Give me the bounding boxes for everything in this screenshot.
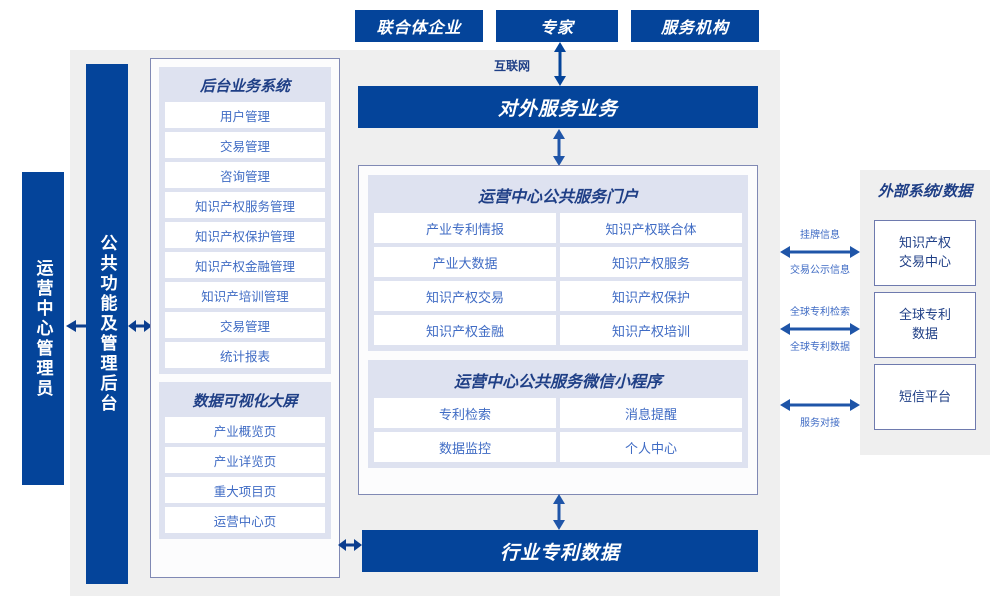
- service-to-portal-arrow: [553, 129, 565, 166]
- top-actor-box-2[interactable]: 服务机构: [631, 10, 759, 42]
- list-item[interactable]: 知识产权培训: [560, 315, 742, 345]
- external-box-sms-platform[interactable]: 短信平台: [874, 364, 976, 430]
- external-edge-label-below-2: 服务对接: [800, 418, 840, 429]
- data-visualization-list: 产业概览页 产业详览页 重大项目页 运营中心页: [165, 417, 325, 533]
- data-visualization-title: 数据可视化大屏: [192, 393, 298, 410]
- public-portal-group: 运营中心公共服务门户 产业专利情报 知识产权联合体 产业大数据 知识产权服务 知…: [368, 175, 748, 351]
- external-arrow-0: [780, 246, 860, 258]
- list-item[interactable]: 知识产权服务: [560, 247, 742, 277]
- top-actor-label: 服务机构: [660, 20, 729, 37]
- list-item[interactable]: 知识产权联合体: [560, 213, 742, 243]
- wechat-miniprogram-group: 运营中心公共服务微信小程序 专利检索 消息提醒 数据监控 个人中心: [368, 360, 748, 468]
- list-item[interactable]: 咨询管理: [165, 162, 325, 188]
- list-item[interactable]: 知识产权保护管理: [165, 222, 325, 248]
- left-column-common-functions[interactable]: 公共功能及管理后台: [86, 64, 128, 584]
- external-arrow-2: [780, 399, 860, 411]
- top-actor-label: 专家: [539, 20, 574, 37]
- left-column-label: 公共功能及管理后台: [97, 234, 117, 414]
- list-item[interactable]: 产业专利情报: [374, 213, 556, 243]
- backend-and-dataviz-panel: 后台业务系统 用户管理 交易管理 咨询管理 知识产权服务管理 知识产权保护管理 …: [150, 58, 340, 578]
- list-item[interactable]: 个人中心: [560, 432, 742, 462]
- external-box-line1: 全球专利: [898, 307, 951, 323]
- list-item[interactable]: 知识产培训管理: [165, 282, 325, 308]
- external-box-line2: 数据: [911, 326, 938, 341]
- top-actor-box-1[interactable]: 专家: [496, 10, 618, 42]
- list-item[interactable]: 知识产权交易: [374, 281, 556, 311]
- list-item[interactable]: 数据监控: [374, 432, 556, 462]
- list-item[interactable]: 知识产权金融管理: [165, 252, 325, 278]
- external-box-global-patent[interactable]: 全球专利 数据: [874, 292, 976, 358]
- public-portal-grid: 产业专利情报 知识产权联合体 产业大数据 知识产权服务 知识产权交易 知识产权保…: [374, 213, 742, 345]
- internet-arrow: [554, 42, 566, 86]
- industry-patent-data-label: 行业专利数据: [499, 542, 620, 564]
- external-service-label: 对外服务业务: [497, 98, 618, 120]
- external-service-bar[interactable]: 对外服务业务: [358, 86, 758, 128]
- list-item[interactable]: 重大项目页: [165, 477, 325, 503]
- portal-to-patentdata-arrow: [553, 494, 565, 530]
- left-column-label: 运营中心管理员: [33, 258, 53, 399]
- center-services-panel: 运营中心公共服务门户 产业专利情报 知识产权联合体 产业大数据 知识产权服务 知…: [358, 165, 758, 495]
- internet-label: 互联网: [494, 59, 531, 73]
- external-systems-title: 外部系统/数据: [877, 183, 973, 200]
- backend-system-list: 用户管理 交易管理 咨询管理 知识产权服务管理 知识产权保护管理 知识产权金融管…: [165, 102, 325, 368]
- list-item[interactable]: 交易管理: [165, 132, 325, 158]
- list-item[interactable]: 交易管理: [165, 312, 325, 338]
- list-item[interactable]: 产业概览页: [165, 417, 325, 443]
- list-item[interactable]: 知识产权服务管理: [165, 192, 325, 218]
- backend-system-title: 后台业务系统: [199, 78, 290, 95]
- external-edge-label-above-0: 挂牌信息: [800, 230, 840, 241]
- list-item[interactable]: 专利检索: [374, 398, 556, 428]
- external-box-line1: 短信平台: [898, 388, 951, 404]
- wechat-miniprogram-grid: 专利检索 消息提醒 数据监控 个人中心: [374, 398, 742, 462]
- external-edge-label-above-1: 全球专利检索: [790, 307, 850, 318]
- external-edge-label-below-0: 交易公示信息: [790, 265, 850, 276]
- external-box-line1: 知识产权: [898, 235, 951, 251]
- public-portal-title: 运营中心公共服务门户: [477, 189, 638, 206]
- dataviz-to-patentdata-arrow: [338, 539, 362, 551]
- top-actor-box-0[interactable]: 联合体企业: [355, 10, 483, 42]
- industry-patent-data-bar[interactable]: 行业专利数据: [362, 530, 758, 572]
- list-item[interactable]: 产业详览页: [165, 447, 325, 473]
- left-column-operator[interactable]: 运营中心管理员: [22, 172, 64, 485]
- external-arrow-1: [780, 323, 860, 335]
- list-item[interactable]: 知识产权金融: [374, 315, 556, 345]
- list-item[interactable]: 知识产权保护: [560, 281, 742, 311]
- list-item[interactable]: 统计报表: [165, 342, 325, 368]
- wechat-miniprogram-title: 运营中心公共服务微信小程序: [453, 374, 662, 391]
- data-visualization-group: 数据可视化大屏 产业概览页 产业详览页 重大项目页 运营中心页: [159, 382, 331, 539]
- external-box-line2: 交易中心: [898, 254, 951, 269]
- backend-system-group: 后台业务系统 用户管理 交易管理 咨询管理 知识产权服务管理 知识产权保护管理 …: [159, 67, 331, 374]
- top-actor-label: 联合体企业: [376, 20, 462, 37]
- external-box-ip-exchange[interactable]: 知识产权 交易中心: [874, 220, 976, 286]
- list-item[interactable]: 产业大数据: [374, 247, 556, 277]
- list-item[interactable]: 运营中心页: [165, 507, 325, 533]
- common-to-backend-arrow: [128, 320, 152, 332]
- external-systems-panel: 外部系统/数据 知识产权 交易中心 全球专利 数据 短信平台: [860, 170, 990, 455]
- list-item[interactable]: 消息提醒: [560, 398, 742, 428]
- external-edge-label-below-1: 全球专利数据: [790, 342, 850, 353]
- list-item[interactable]: 用户管理: [165, 102, 325, 128]
